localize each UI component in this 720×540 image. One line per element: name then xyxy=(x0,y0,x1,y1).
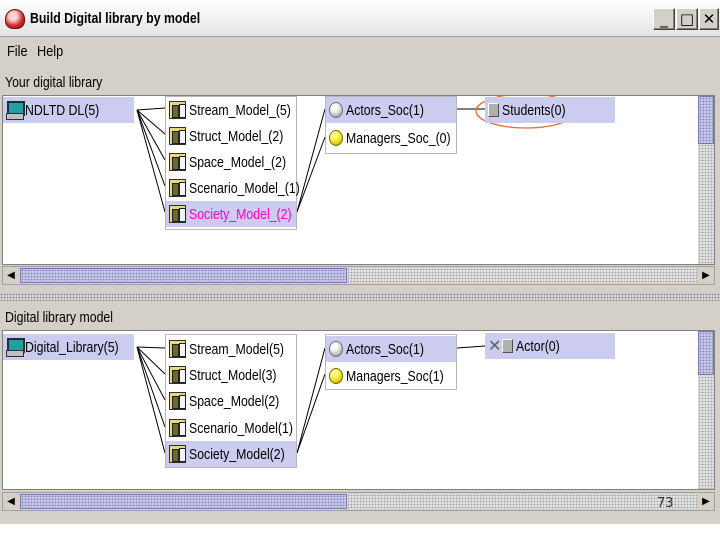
close-button[interactable]: ✕ xyxy=(699,8,719,30)
vertical-scroll-thumb[interactable] xyxy=(698,331,714,375)
scroll-left-arrow-icon[interactable]: ◀ xyxy=(7,270,15,281)
menu-file[interactable]: File xyxy=(7,43,28,60)
book-icon xyxy=(169,445,186,463)
socs-list: Actors_Soc(1) Managers_Soc(1) xyxy=(325,334,457,390)
socs-list: Actors_Soc(1) Managers_Soc_(0) xyxy=(325,96,457,154)
model-label: Space_Model_(2) xyxy=(189,153,287,171)
root-label: NDLTD DL(5) xyxy=(25,101,100,119)
close-x-icon: ✕ xyxy=(488,336,502,355)
menu-help[interactable]: Help xyxy=(37,43,64,60)
book-icon xyxy=(169,127,186,145)
model-label: Stream_Model_(5) xyxy=(189,101,291,119)
leaf-node-actor[interactable]: ✕ Actor(0) xyxy=(485,333,615,359)
soc-node-managers[interactable]: Managers_Soc_(0) xyxy=(326,125,456,151)
scroll-right-arrow-icon[interactable]: ▶ xyxy=(702,270,710,281)
model-label: Stream_Model(5) xyxy=(189,340,285,358)
menu-bar: File Help xyxy=(0,38,720,64)
split-pane-divider[interactable] xyxy=(0,293,720,301)
soc-node-actors[interactable]: Actors_Soc(1) xyxy=(326,336,456,362)
scroll-left-arrow-icon[interactable]: ◀ xyxy=(7,496,15,507)
square-icon xyxy=(502,339,513,353)
page-number: 73 xyxy=(657,496,674,511)
model-label: Struct_Model_(2) xyxy=(189,127,284,145)
vertical-scroll-thumb[interactable] xyxy=(698,96,714,144)
bottom-horizontal-scrollbar[interactable]: ◀ ▶ xyxy=(2,492,715,511)
model-node-space[interactable]: Space_Model(2) xyxy=(166,388,296,414)
book-icon xyxy=(169,392,186,410)
top-vertical-scrollbar[interactable] xyxy=(698,96,714,264)
monitor-icon xyxy=(6,101,25,120)
soc-label: Actors_Soc(1) xyxy=(346,101,424,119)
sphere-icon xyxy=(329,368,343,384)
top-horizontal-scrollbar[interactable]: ◀ ▶ xyxy=(2,266,715,285)
window-title: Build Digital library by model xyxy=(30,10,201,27)
sphere-icon xyxy=(329,102,343,118)
scroll-right-arrow-icon[interactable]: ▶ xyxy=(702,496,710,507)
tree-root-node[interactable]: Digital_Library(5) xyxy=(3,334,134,360)
app-icon xyxy=(5,9,25,29)
library-model-tree-panel[interactable]: Digital_Library(5) Stream_Model(5) Struc… xyxy=(2,330,715,490)
book-icon xyxy=(169,340,186,358)
model-label: Scenario_Model_(1) xyxy=(189,179,300,197)
models-list: Stream_Model_(5) Struct_Model_(2) Space_… xyxy=(165,96,300,230)
model-node-stream[interactable]: Stream_Model(5) xyxy=(166,336,296,362)
book-icon xyxy=(169,366,186,384)
your-library-tree-panel[interactable]: NDLTD DL(5) Stream_Model_(5) Struct_Mode… xyxy=(2,95,715,265)
bottom-vertical-scrollbar[interactable] xyxy=(698,331,714,489)
sphere-icon xyxy=(329,130,343,146)
leaf-label: Students(0) xyxy=(502,101,566,119)
model-label: Society_Model_(2) xyxy=(189,205,292,223)
model-node-society[interactable]: Society_Model_(2) xyxy=(166,201,296,227)
app-window: Build Digital library by model _ □ ✕ Fil… xyxy=(0,0,720,524)
book-icon xyxy=(169,101,186,119)
book-icon xyxy=(169,153,186,171)
model-node-scenario[interactable]: Scenario_Model_(1) xyxy=(166,175,300,201)
soc-label: Managers_Soc(1) xyxy=(346,367,444,385)
minimize-button[interactable]: _ xyxy=(653,8,675,30)
model-label: Struct_Model(3) xyxy=(189,366,277,384)
title-bar[interactable]: Build Digital library by model _ □ ✕ xyxy=(0,0,720,37)
root-label: Digital_Library(5) xyxy=(25,338,119,356)
book-icon xyxy=(169,419,186,437)
model-node-society[interactable]: Society_Model(2) xyxy=(166,441,296,467)
book-icon xyxy=(169,179,186,197)
library-model-label: Digital library model xyxy=(5,309,114,326)
model-label: Space_Model(2) xyxy=(189,392,280,410)
model-label: Society_Model(2) xyxy=(189,445,285,463)
soc-node-actors[interactable]: Actors_Soc(1) xyxy=(326,97,456,123)
model-node-stream[interactable]: Stream_Model_(5) xyxy=(166,97,296,123)
model-node-scenario[interactable]: Scenario_Model(1) xyxy=(166,415,296,441)
leaf-node-students[interactable]: Students(0) xyxy=(485,97,615,123)
model-node-struct[interactable]: Struct_Model_(2) xyxy=(166,123,296,149)
your-library-label: Your digital library xyxy=(5,74,103,91)
soc-node-managers[interactable]: Managers_Soc(1) xyxy=(326,363,456,389)
model-node-space[interactable]: Space_Model_(2) xyxy=(166,149,296,175)
maximize-button[interactable]: □ xyxy=(676,8,698,30)
horizontal-scroll-thumb[interactable] xyxy=(20,268,347,283)
soc-label: Actors_Soc(1) xyxy=(346,340,424,358)
tree-root-node[interactable]: NDLTD DL(5) xyxy=(3,97,134,123)
soc-label: Managers_Soc_(0) xyxy=(346,129,451,147)
leaf-label: Actor(0) xyxy=(516,337,560,355)
model-node-struct[interactable]: Struct_Model(3) xyxy=(166,362,296,388)
sphere-icon xyxy=(329,341,343,357)
monitor-icon xyxy=(6,338,25,357)
square-icon xyxy=(488,103,499,117)
book-icon xyxy=(169,205,186,223)
models-list: Stream_Model(5) Struct_Model(3) Space_Mo… xyxy=(165,334,297,468)
horizontal-scroll-thumb[interactable] xyxy=(20,494,347,509)
model-label: Scenario_Model(1) xyxy=(189,419,293,437)
